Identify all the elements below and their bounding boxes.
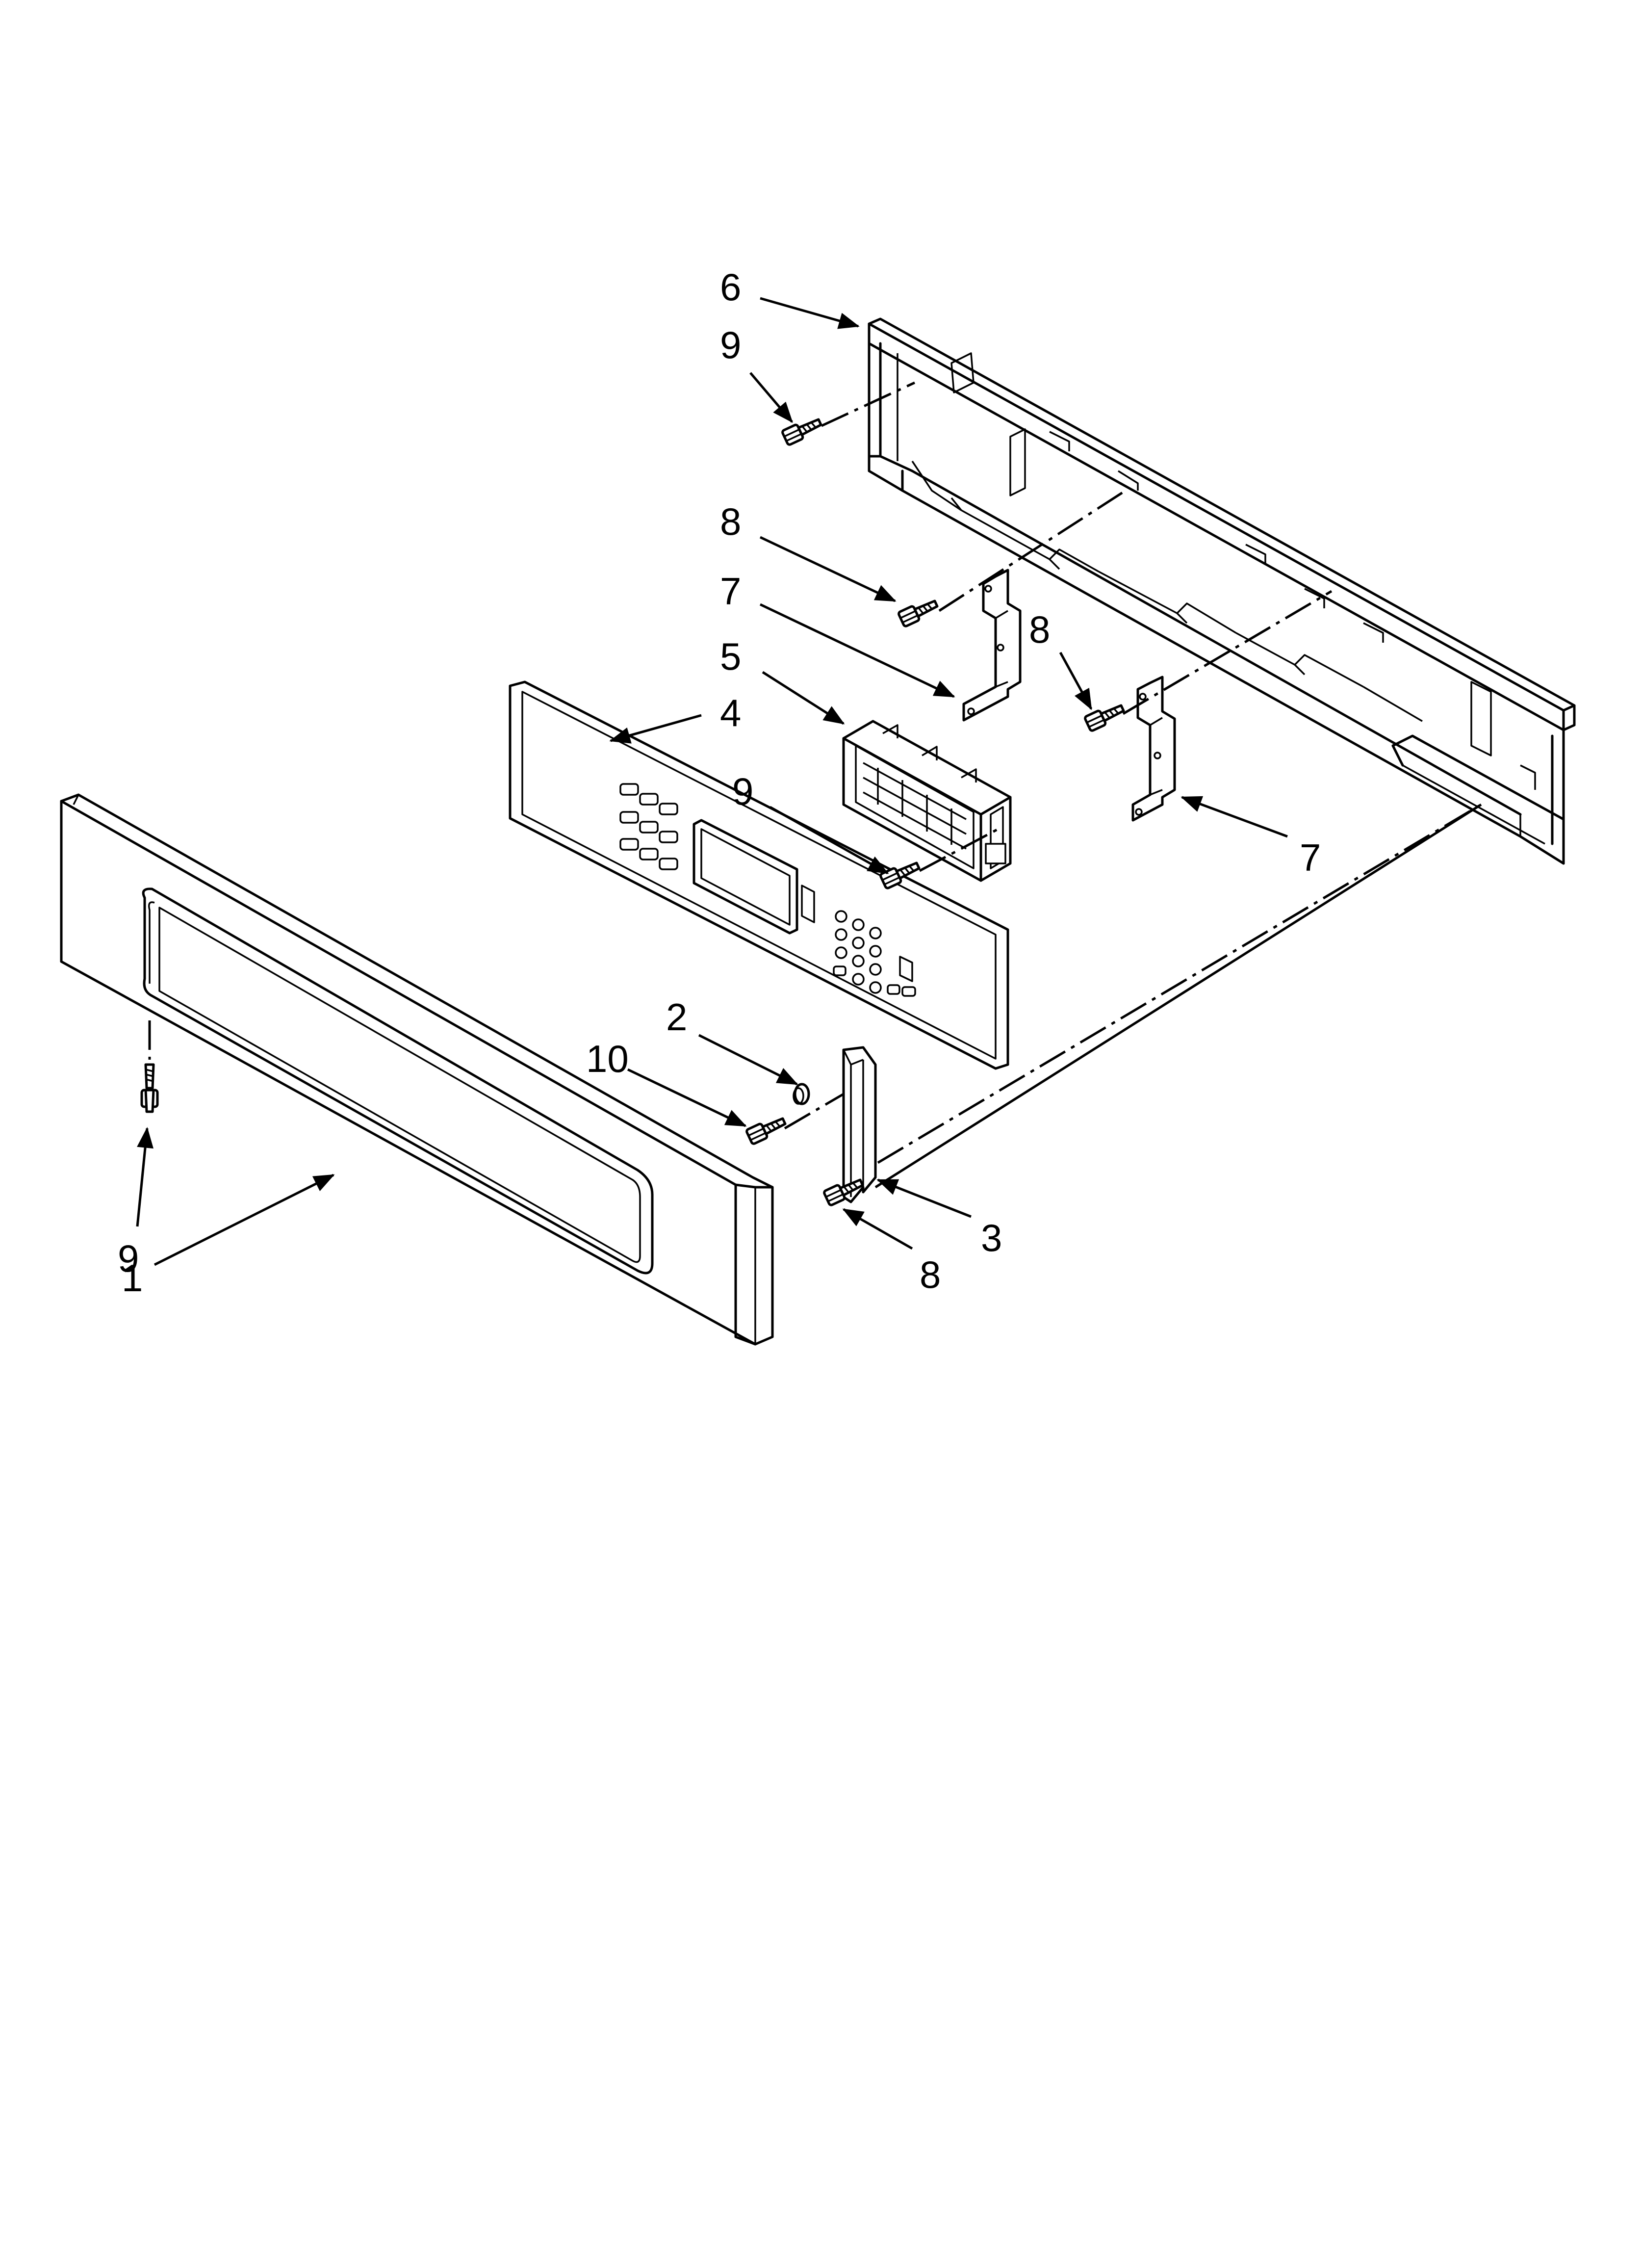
callout-leaders (136, 297, 1288, 1266)
callout-1: 1 (122, 1256, 143, 1300)
callout-9: 9 (732, 770, 753, 813)
callout-8: 8 (1029, 608, 1050, 651)
part-2-spacer (793, 1083, 810, 1105)
part-7-bracket-lower (1131, 676, 1176, 822)
screw-icon (781, 418, 822, 446)
part-3-side-bracket (842, 1046, 877, 1203)
screw-icon (1084, 704, 1125, 732)
part-1-control-panel (60, 793, 774, 1346)
callout-8: 8 (720, 500, 741, 543)
callout-9: 9 (118, 1237, 139, 1280)
callout-10: 10 (586, 1037, 629, 1080)
callout-9: 9 (720, 323, 741, 366)
callout-7: 7 (720, 570, 741, 613)
callout-2: 2 (666, 995, 687, 1039)
part-6-rear-bracket (868, 317, 1576, 865)
callout-6: 6 (720, 265, 741, 309)
overlay-keypad (833, 910, 916, 997)
assembly-centerlines (148, 381, 1482, 1189)
part-4-control-panel-overlay (509, 680, 1009, 1070)
screw-icon (745, 1117, 787, 1145)
overlay-left-buttons (619, 783, 678, 870)
screw-icon (140, 1063, 159, 1113)
callout-8: 8 (920, 1253, 941, 1296)
screw-icon (823, 1178, 864, 1206)
callout-3: 3 (981, 1216, 1002, 1259)
part-7-bracket-upper (962, 569, 1022, 722)
overlay-display-window (693, 819, 798, 935)
screw-icon (898, 600, 939, 627)
callout-5: 5 (720, 635, 741, 678)
screw-icon (879, 861, 921, 889)
callout-4: 4 (720, 691, 741, 734)
part-5-control-board (842, 720, 1012, 882)
callout-7: 7 (1300, 836, 1321, 879)
